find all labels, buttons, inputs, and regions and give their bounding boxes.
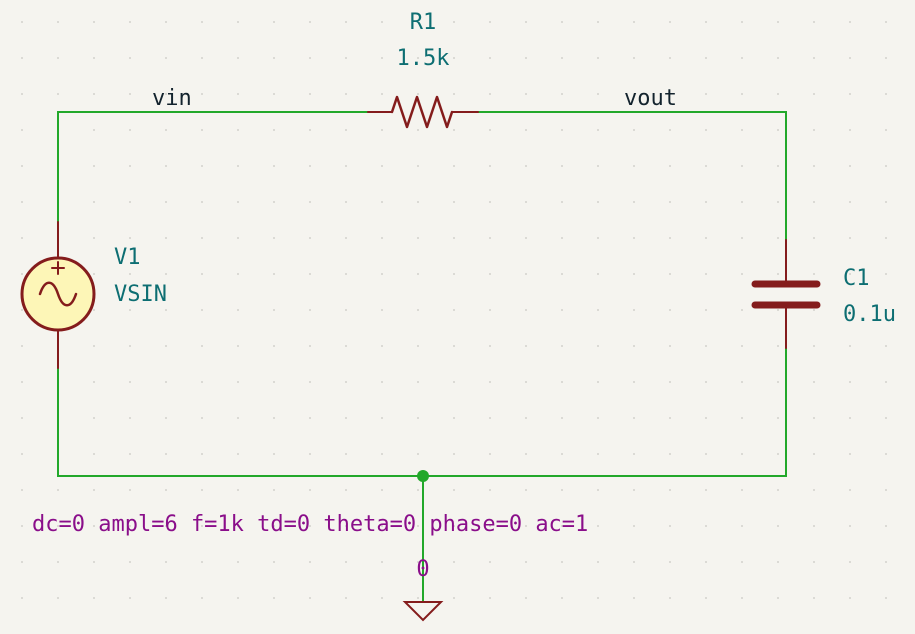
v1-reference: V1 [114, 245, 141, 270]
wire-vout[interactable] [477, 111, 787, 241]
c1-reference: C1 [843, 266, 870, 291]
net-label-vout[interactable]: vout [624, 86, 677, 111]
junction-dot[interactable] [417, 470, 429, 482]
v1-spice-params: dc=0 ampl=6 f=1k td=0 theta=0 phase=0 ac… [32, 512, 588, 537]
wire-vin[interactable] [57, 111, 369, 223]
sine-wave-icon [38, 281, 78, 307]
ground-icon[interactable] [402, 601, 444, 622]
r1-reference: R1 [410, 10, 437, 35]
net-label-vin[interactable]: vin [152, 86, 192, 111]
wire-source-bottom[interactable] [57, 367, 424, 477]
c1-value: 0.1u [843, 302, 896, 327]
ground-net-label: 0 [416, 557, 429, 582]
r1-value: 1.5k [397, 46, 450, 71]
wires [57, 111, 787, 603]
plus-icon [51, 261, 65, 275]
voltage-source-v1[interactable] [20, 221, 96, 369]
wire-cap-bottom[interactable] [422, 347, 787, 477]
capacitor-c1[interactable] [751, 239, 821, 349]
v1-value: VSIN [114, 282, 167, 307]
resistor-r1[interactable] [367, 95, 479, 129]
